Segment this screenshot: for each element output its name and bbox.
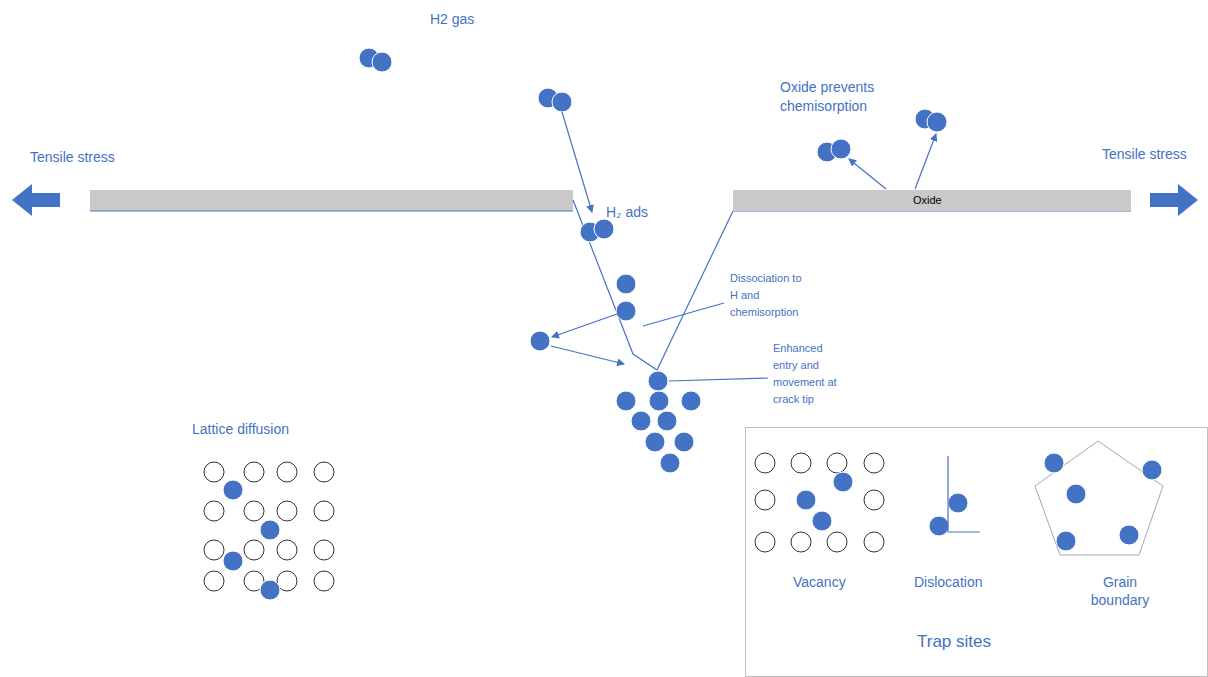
lattice-atom	[314, 571, 334, 591]
h-atom	[1142, 460, 1162, 480]
lattice-atom	[204, 571, 224, 591]
h-atom	[594, 219, 614, 239]
lattice-atom	[277, 501, 297, 521]
flow-arrow	[562, 112, 592, 212]
lattice-atom	[314, 462, 334, 482]
h-atom	[929, 516, 949, 536]
lattice-atom	[244, 540, 264, 560]
h-atom	[530, 331, 550, 351]
h-atom	[833, 472, 853, 492]
lattice-label: Lattice diffusion	[192, 420, 289, 438]
h-atom	[616, 301, 636, 321]
trap-sites-panel: Trap sites	[745, 427, 1208, 677]
lattice-atom	[277, 462, 297, 482]
lattice-atom	[204, 462, 224, 482]
oxide-label: Oxide	[913, 190, 942, 211]
h-atom	[648, 371, 668, 391]
h-atom	[796, 490, 816, 510]
lattice-atom	[314, 501, 334, 521]
h-atom	[681, 391, 701, 411]
lattice-atom	[244, 501, 264, 521]
stress-label: Tensile stress	[1102, 145, 1187, 163]
flow-arrow	[915, 134, 936, 189]
lattice-atom	[755, 453, 775, 473]
h-atom	[948, 493, 968, 513]
flow-arrow	[552, 314, 617, 337]
vacancy-label: Vacancy	[793, 573, 846, 591]
metal-bar: Oxide	[733, 190, 1131, 211]
leader-line	[669, 378, 768, 381]
tensile-arrow	[12, 184, 60, 216]
gas-label: H2 gas	[430, 10, 474, 28]
h-atom	[260, 580, 280, 600]
h-atom	[812, 511, 832, 531]
bar-edge	[90, 211, 573, 212]
dislocation-symbol	[948, 456, 980, 532]
h-atom	[1119, 525, 1139, 545]
lattice-atom	[864, 532, 884, 552]
h-atom	[660, 453, 680, 473]
h-atom	[223, 551, 243, 571]
h-atom	[927, 112, 947, 132]
h-atom	[552, 92, 572, 112]
lattice-atom	[791, 532, 811, 552]
flow-arrow	[849, 159, 886, 189]
lattice-atom	[755, 490, 775, 510]
adsorption-label: H₂ ads	[606, 203, 648, 221]
grain-symbol	[1035, 441, 1163, 555]
h-atom	[674, 432, 694, 452]
h-atom	[1056, 531, 1076, 551]
h-atom	[616, 274, 636, 294]
h-atom	[645, 432, 665, 452]
metal-bar	[90, 190, 573, 211]
leader-line	[643, 303, 724, 326]
panel-title: Trap sites	[917, 631, 991, 653]
lattice-atom	[864, 490, 884, 510]
dissociation-note: Dissociation to H and chemisorption	[730, 270, 810, 321]
grain-label: Grain boundary	[1082, 573, 1158, 609]
lattice-atom	[791, 453, 811, 473]
flow-arrow	[551, 346, 624, 364]
h-atom	[616, 391, 636, 411]
lattice-atom	[244, 462, 264, 482]
h-atom	[1066, 484, 1086, 504]
h-atom	[631, 411, 651, 431]
lattice-atom	[204, 540, 224, 560]
h-atom	[657, 411, 677, 431]
lattice-atom	[827, 532, 847, 552]
tensile-arrow	[1150, 184, 1198, 216]
crack-wall	[657, 211, 733, 370]
h-atom	[1044, 453, 1064, 473]
h-atom	[372, 52, 392, 72]
h-atom	[831, 139, 851, 159]
lattice-atom	[755, 532, 775, 552]
h-atom	[260, 520, 280, 540]
lattice-atom	[864, 453, 884, 473]
oxide-note: Oxide prevents chemisorption	[780, 78, 900, 116]
h-atom	[223, 480, 243, 500]
crack-tip-note: Enhanced entry and movement at crack tip	[773, 340, 845, 408]
lattice-atom	[277, 540, 297, 560]
stress-label: Tensile stress	[30, 148, 115, 166]
lattice-atom	[314, 540, 334, 560]
dislocation-label: Dislocation	[914, 573, 982, 591]
crack-wall	[573, 200, 657, 370]
lattice-atom	[827, 453, 847, 473]
lattice-atom	[204, 501, 224, 521]
h-atom	[649, 391, 669, 411]
